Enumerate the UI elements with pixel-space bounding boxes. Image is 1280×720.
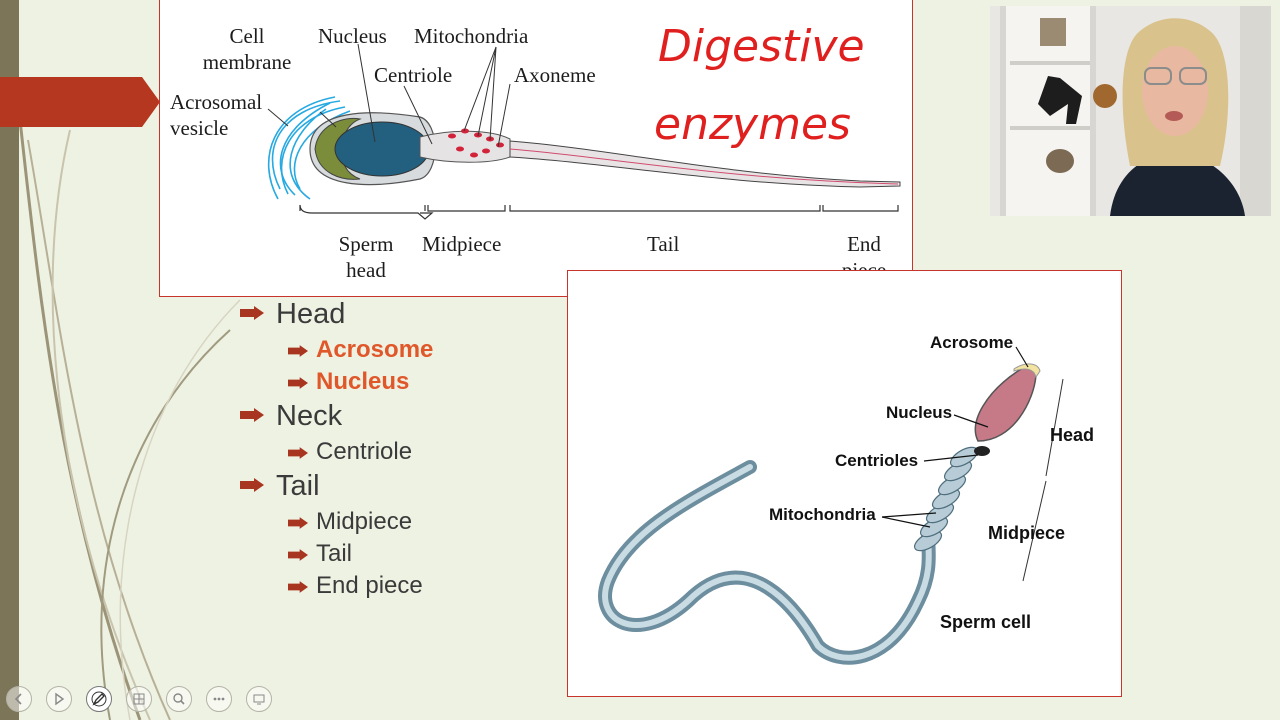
next-slide-button[interactable] xyxy=(46,686,72,712)
bullet-arrow-icon xyxy=(288,376,308,389)
handwriting-line-2: enzymes xyxy=(654,99,851,150)
pen-tool-button[interactable] xyxy=(86,686,112,712)
bullet-arrow-icon xyxy=(288,580,308,593)
bullet-arrow-icon xyxy=(240,408,264,423)
more-options-button[interactable] xyxy=(206,686,232,712)
chevron-left-icon xyxy=(14,693,22,705)
bullet-acrosome: Acrosome xyxy=(288,336,433,364)
grid-icon xyxy=(133,693,145,705)
bullet-arrow-icon xyxy=(288,516,308,529)
sperm-cell-diagram: Acrosome Nucleus Head Centrioles Mitocho… xyxy=(567,270,1122,697)
handwriting-line-1: Digestive xyxy=(658,21,865,72)
label-mitochondria: Mitochondria xyxy=(414,24,529,48)
presenter-video-frame xyxy=(990,6,1271,216)
bullet-text: Tail xyxy=(276,470,320,502)
bullet-text: Centriole xyxy=(316,438,413,465)
title-accent-tab xyxy=(0,77,160,127)
bullet-text: End piece xyxy=(316,572,423,599)
bullet-arrow-icon xyxy=(288,446,308,459)
bullet-arrow-icon xyxy=(288,344,308,357)
bullet-arrow-icon xyxy=(288,548,308,561)
sperm-illustration: Digestive enzymes xyxy=(267,21,901,220)
label-head: Head xyxy=(1050,425,1095,445)
pen-icon xyxy=(91,691,107,707)
bullet-text: Nucleus xyxy=(316,368,410,395)
label-mitochondria: Mitochondria xyxy=(769,505,876,524)
left-accent-bar xyxy=(0,0,19,720)
display-settings-button[interactable] xyxy=(246,686,272,712)
bullet-centriole: Centriole xyxy=(288,438,412,466)
bullet-end-piece: End piece xyxy=(288,572,423,600)
diagram-caption: Sperm cell xyxy=(940,612,1032,632)
bullet-text: Tail xyxy=(316,540,353,567)
previous-slide-button[interactable] xyxy=(6,686,32,712)
label-axoneme: Axoneme xyxy=(514,63,596,87)
label-tail: Tail xyxy=(647,232,680,256)
bullet-arrow-icon xyxy=(240,478,264,493)
label-acrosome: Acrosome xyxy=(930,333,1014,352)
label-centrioles: Centrioles xyxy=(835,451,919,470)
sperm-cell-illustration xyxy=(598,346,1064,665)
label-nucleus: Nucleus xyxy=(318,24,387,48)
bullet-text: Head xyxy=(276,298,346,330)
bullet-nucleus: Nucleus xyxy=(288,368,409,396)
label-centriole: Centriole xyxy=(374,63,453,87)
bullet-tail: Tail xyxy=(240,470,320,503)
bullet-text: Midpiece xyxy=(316,508,413,535)
bullet-head: Head xyxy=(240,298,345,331)
webcam-video xyxy=(990,6,1271,216)
label-midpiece: Midpiece xyxy=(988,523,1066,543)
ellipsis-icon xyxy=(213,697,225,701)
bullet-text: Neck xyxy=(276,400,343,432)
bullet-midpiece: Midpiece xyxy=(288,508,412,536)
label-nucleus: Nucleus xyxy=(886,403,953,422)
label-midpiece: Midpiece xyxy=(422,232,502,256)
magnifier-icon xyxy=(173,693,185,705)
bullet-tail-sub: Tail xyxy=(288,540,352,568)
decorative-curves xyxy=(18,119,241,720)
see-all-slides-button[interactable] xyxy=(126,686,152,712)
bullet-arrow-icon xyxy=(240,306,264,321)
monitor-icon xyxy=(253,694,265,705)
bullet-neck: Neck xyxy=(240,400,342,433)
bullet-text: Acrosome xyxy=(316,336,434,363)
zoom-button[interactable] xyxy=(166,686,192,712)
play-icon xyxy=(55,692,65,706)
